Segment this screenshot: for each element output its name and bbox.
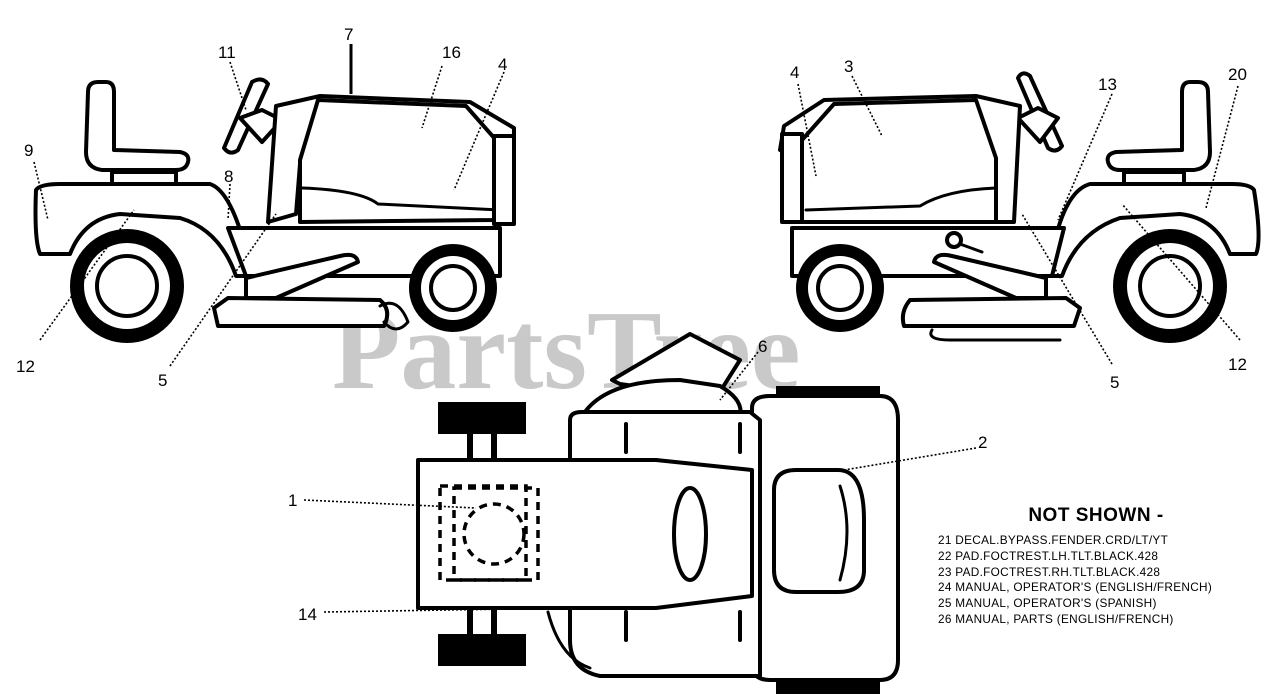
mower-deck-right [900,296,1082,328]
tractor-right-view [778,71,1261,365]
seat-right [1105,80,1212,172]
callout-7: 7 [344,25,353,44]
not-shown-list: NOT SHOWN - 21 DECAL.BYPASS.FENDER.CRD/L… [938,505,1278,628]
not-shown-item: 21 DECAL.BYPASS.FENDER.CRD/LT/YT [938,533,1169,547]
tractor-top-view [303,332,977,694]
callout-14: 14 [298,605,317,624]
callout-2: 2 [978,433,987,452]
mower-deck-left [212,296,390,328]
rear-fender-right [1044,182,1261,278]
callout-12-left: 12 [16,357,35,376]
not-shown-item: 22 PAD.FOCTREST.LH.TLT.BLACK.428 [938,548,1159,563]
callout-5-right: 5 [1110,373,1119,392]
callout-11: 11 [218,43,236,62]
callout-4-left: 4 [498,55,507,74]
not-shown-item: 24 MANUAL, OPERATOR'S (ENGLISH/FRENCH) [938,580,1213,595]
callout-8: 8 [224,167,233,186]
front-tire-top-right [438,634,526,666]
front-tire-top-left [438,402,526,434]
not-shown-item: 26 MANUAL, PARTS (ENGLISH/FRENCH) [938,611,1174,626]
callout-3: 3 [844,57,853,76]
callout-5-left: 5 [158,371,167,390]
decal-dashed-square [438,484,528,582]
not-shown-title: NOT SHOWN - [1028,505,1164,526]
tractor-left-view [33,44,516,367]
callout-6: 6 [758,337,767,356]
rear-fender-left [33,182,252,278]
callout-1: 1 [288,491,297,510]
callout-9: 9 [24,141,33,160]
seat-top [772,468,866,594]
not-shown-item: 25 MANUAL, OPERATOR'S (SPANISH) [938,596,1157,611]
callout-13: 13 [1098,75,1117,94]
callout-16: 16 [442,43,461,62]
callout-20: 20 [1228,65,1247,84]
callout-labels: 7 16 4 11 9 8 12 5 4 3 13 20 12 5 6 2 1 … [16,25,1247,624]
not-shown-item: 23 PAD.FOCTREST.RH.TLT.BLACK.428 [938,564,1161,579]
seat-left [84,80,191,172]
callout-12-right: 12 [1228,355,1247,374]
callout-4-right: 4 [790,63,799,82]
